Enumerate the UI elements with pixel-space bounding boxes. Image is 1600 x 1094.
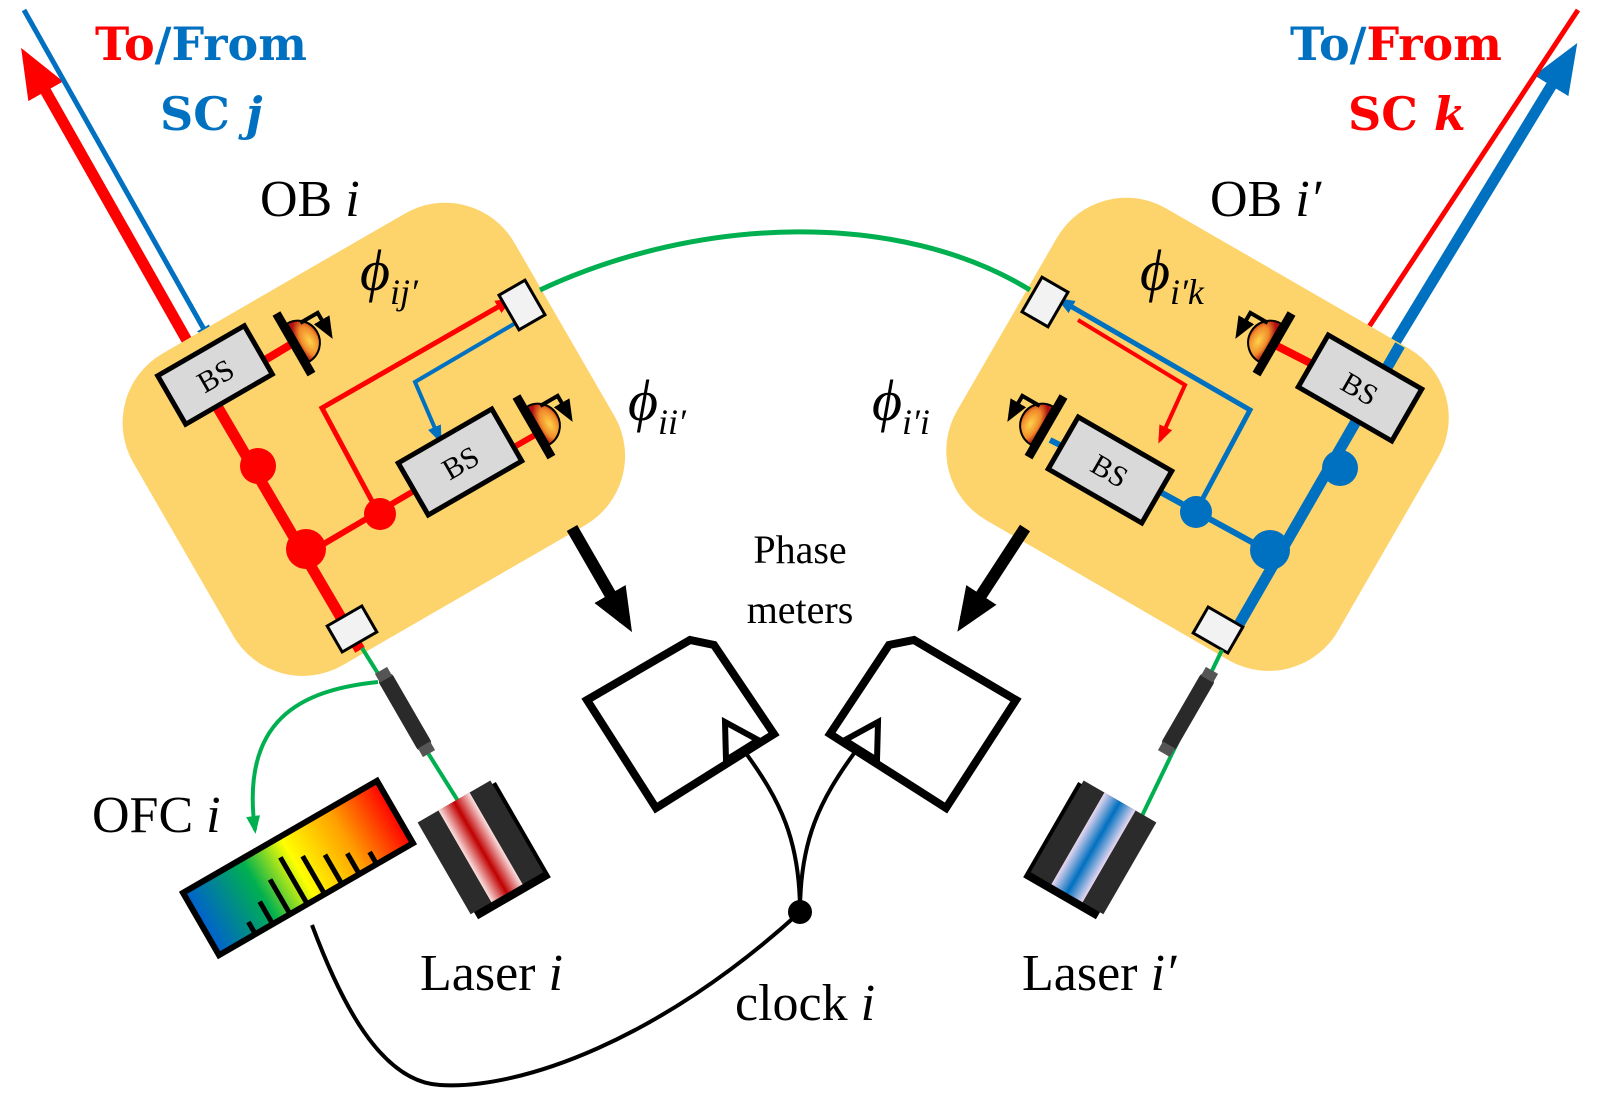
bench-left-node-1 [240,448,276,484]
from-label: From [1366,17,1501,71]
phase-label-ii-prime: ϕi′i [872,368,930,442]
bench-left-adjacent-beam-in [412,316,526,444]
bench-right-node-3 [1180,496,1212,528]
slash: / [155,17,172,71]
svg-text:SC j: SC j [160,87,263,141]
bench-right-plate [946,197,1449,671]
beam-splitter-left-inner: BS [394,405,526,519]
phase-label-ii: ϕii′ [628,368,687,442]
clock-line-ofc [310,910,802,1088]
signal-out-icon [1007,393,1041,422]
fiber-collimator-right [1157,666,1219,758]
right-incoming-red-beam [1352,8,1581,352]
beam-splitter-right-outer: BS [1294,331,1426,445]
to-label: To [95,17,155,71]
clock-line-right [798,750,857,913]
bench-left-main-beam [185,357,365,653]
link-label-left: To/From SC j [95,17,307,141]
link-label-right: To/From SC k [1290,17,1502,141]
fiber-port-right-top [1019,275,1071,329]
fiber-collimator-left [374,666,436,758]
inter-bench-fiber [538,229,1032,293]
ofc-icon [178,776,418,960]
signal-out-icon [1235,310,1269,339]
clock-line-left [743,750,802,913]
photodetector-right-2 [1007,393,1068,460]
left-incoming-blue-beam [21,8,213,344]
bench-right-node-1 [1322,450,1358,486]
sc-label: SC [1348,87,1418,141]
signal-out-icon [299,310,333,339]
bench-right-local-beam-out [1056,297,1254,515]
phasemeters-label-line1: Phase [753,527,846,572]
phase-label-ij: ϕij′ [360,238,419,312]
laser-right-icon [1023,780,1157,920]
bench-left-plate [122,202,626,676]
beam-splitter-left-outer: BS [154,322,276,428]
phasemeters-label-line2: meters [747,587,854,632]
arrow-to-phasemeter-left [566,525,632,633]
bench-left-node-2 [286,529,326,569]
svg-text:SC k: SC k [1348,87,1466,141]
bench-left-node-3 [364,498,396,530]
from-label: From [171,17,306,71]
arrow-to-phasemeter-right [957,524,1031,632]
sc-index: j [238,87,263,141]
photodetector-left-1 [272,310,333,377]
ofc-label: OFC i [92,787,221,844]
fiber-to-ofc [246,680,379,834]
fiber-port-left-bottom [325,603,379,655]
laser-left-icon [417,780,551,920]
laser-left-label: Laser i [420,945,563,1002]
svg-text:To/From: To/From [1290,17,1502,71]
optical-bench-right: BS BS [946,197,1449,671]
bench-right-adjacent-beam-in [1076,318,1188,444]
optical-bench-left: BS BS [122,202,626,676]
to-label: To [1290,17,1350,71]
clock-label: clock i [735,975,875,1032]
phasemeter-left [581,635,780,814]
photodetector-left-2 [512,393,573,460]
phase-label-ik: ϕi′k [1140,238,1205,312]
beam-splitter-right-inner: BS [1044,413,1176,527]
fiber-port-right-bottom [1191,604,1245,656]
slash: / [1350,17,1367,71]
bench-left-local-beam-out [318,297,514,518]
bench-right-label: OB i′ [1210,171,1323,228]
signal-out-icon [539,393,573,422]
svg-text:To/From: To/From [95,17,307,71]
bench-left-label: OB i [260,171,360,228]
comb-teeth [246,850,379,936]
photodetector-right-1 [1235,310,1296,377]
phasemeter-right [824,635,1022,814]
sc-index: k [1434,87,1466,141]
fiber-port-left-top [496,278,548,332]
bench-right-node-2 [1250,530,1290,570]
laser-right-label: Laser i′ [1022,945,1178,1002]
sc-label: SC [160,87,230,141]
